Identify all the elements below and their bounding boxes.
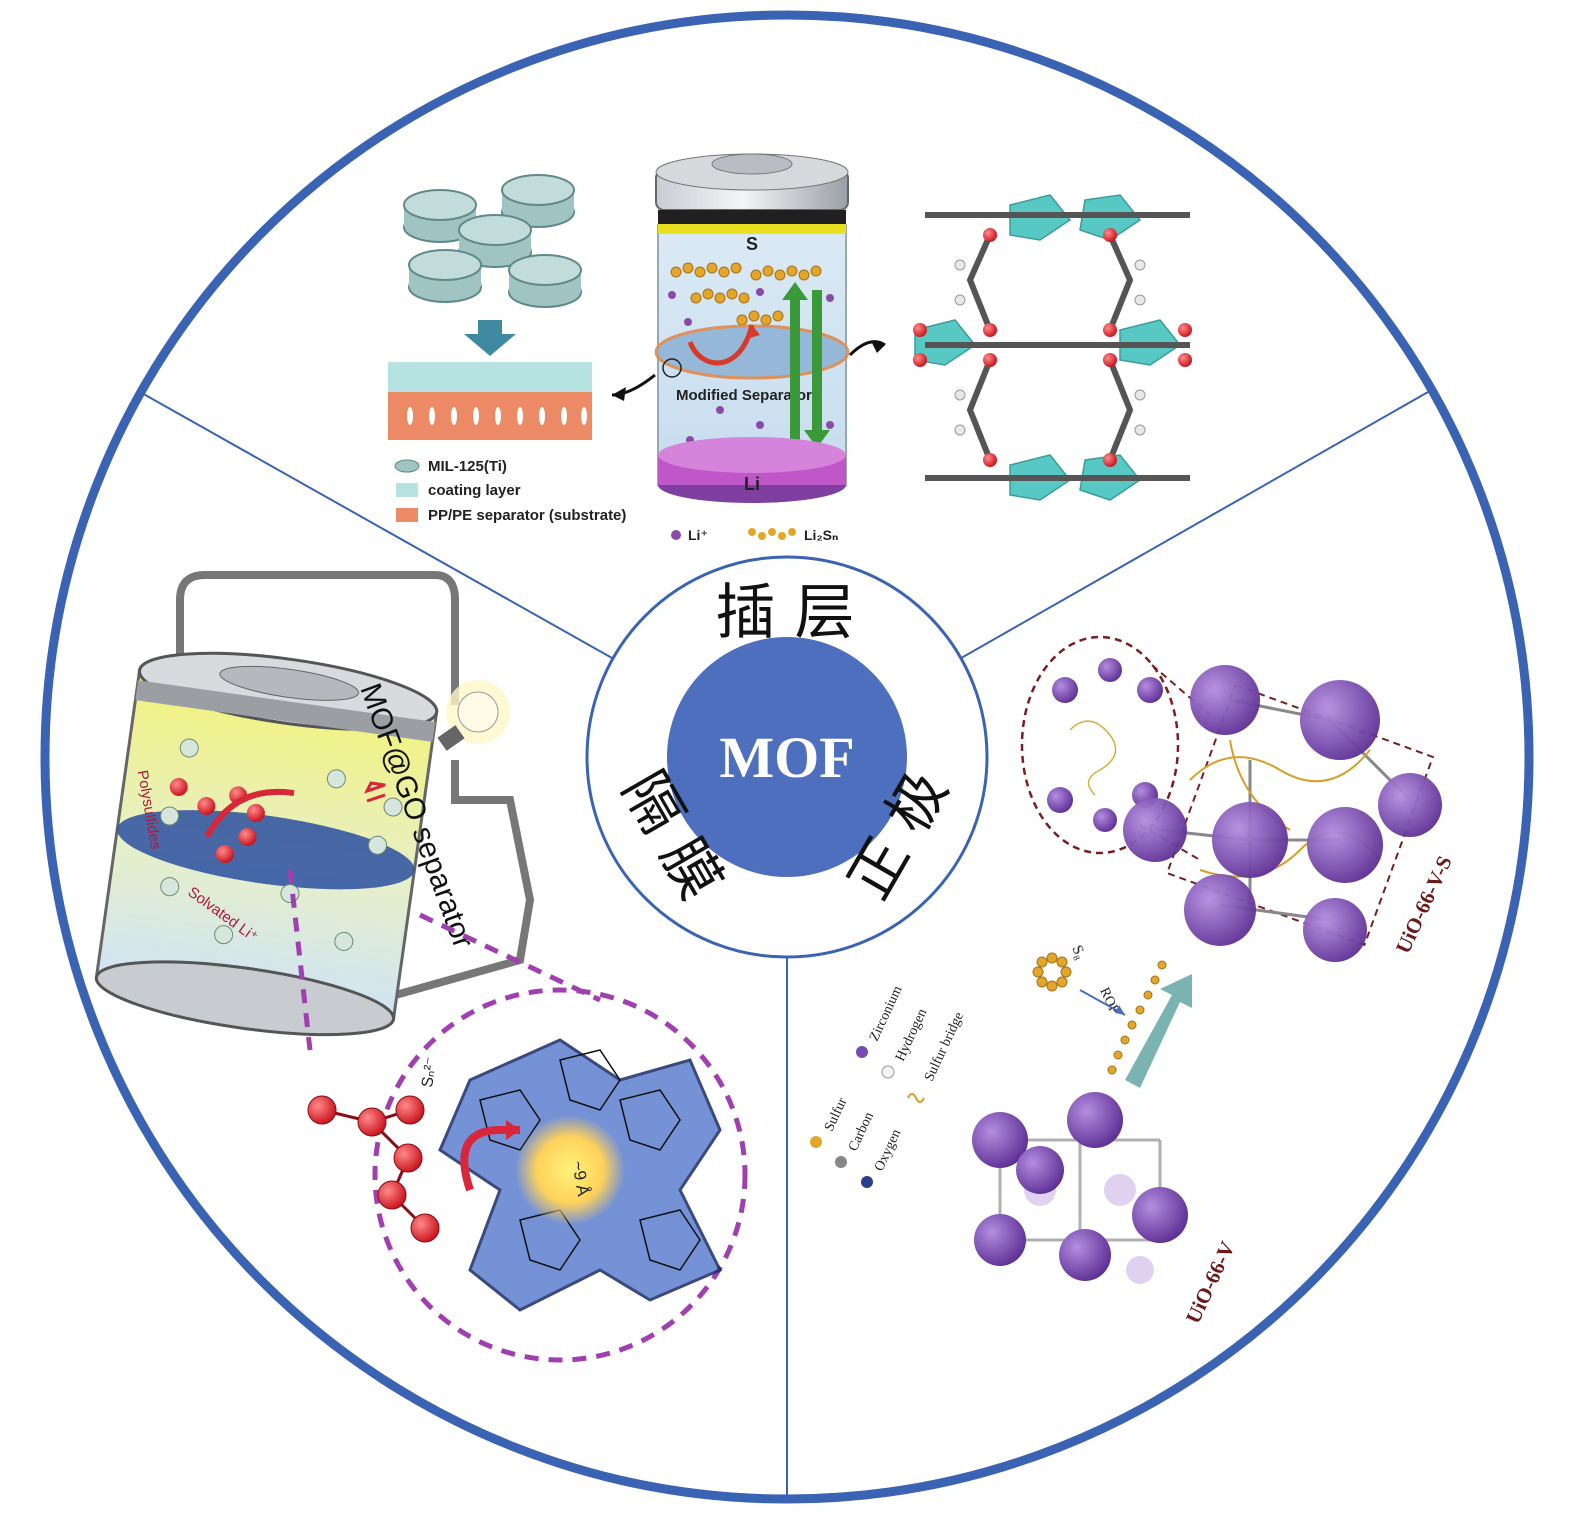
- s8-ring: [1032, 952, 1072, 992]
- down-arrow: [464, 320, 516, 356]
- reaction-arrow: [1125, 974, 1192, 1088]
- legend-mil125: MIL-125(Ti): [428, 458, 507, 475]
- center-disk: [667, 637, 907, 877]
- substrate-pores: [407, 407, 587, 425]
- ring-label-interlayer: 插 层: [715, 578, 854, 648]
- center-label: MOF: [719, 725, 854, 790]
- mof-particles: [403, 174, 582, 308]
- substrate-layer: [388, 392, 592, 440]
- coating-layer: [388, 362, 592, 392]
- mof-pore-structure: ~9 Å: [438, 1038, 723, 1312]
- legend-substrate: PP/PE separator (substrate): [428, 507, 626, 524]
- modified-separator-label: Modified Separator: [676, 387, 812, 404]
- legend-coating: coating layer: [428, 482, 521, 499]
- top-battery: S Modified Separator: [654, 153, 850, 503]
- divider-left: [139, 391, 684, 699]
- uio66vs-structure: [1123, 665, 1442, 962]
- top-legend: MIL-125(Ti) coating layer PP/PE separato…: [394, 458, 626, 524]
- battery-bottom-label: Li: [744, 474, 760, 494]
- zoom-ellipse: [1020, 635, 1180, 855]
- s8-label: S₈: [1068, 943, 1088, 962]
- mil125-structure: [913, 194, 1192, 501]
- zoom-lines: [287, 869, 748, 1363]
- uio66v-structure: [972, 1092, 1188, 1284]
- battery-top-label: S: [746, 234, 758, 254]
- arrow-to-structure: [848, 340, 886, 357]
- legend-polysulfide: Li₂Sₙ: [804, 527, 838, 543]
- left-battery: Polysulfides Solvated Li⁺: [94, 651, 439, 1037]
- top-panel: MIL-125(Ti) coating layer PP/PE separato…: [388, 153, 1192, 543]
- legend-li-ion: Li⁺: [688, 527, 708, 543]
- light-bulb-icon: [437, 680, 510, 751]
- polysulfide-species-label: Sₙ²⁻: [419, 1056, 440, 1089]
- divider-right: [890, 391, 1429, 699]
- polysulfide-molecule: [307, 1095, 440, 1243]
